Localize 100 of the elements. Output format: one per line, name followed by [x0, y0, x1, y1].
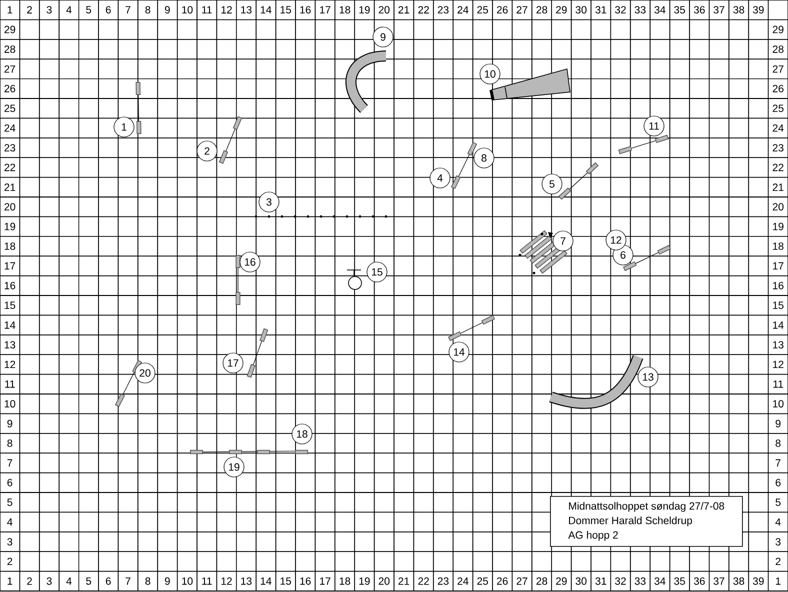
- coordinate-label: 5: [7, 498, 12, 506]
- coordinate-label: 22: [772, 164, 784, 172]
- coordinate-label: 35: [674, 6, 685, 14]
- coordinate-label: 20: [4, 203, 16, 211]
- coordinate-label: 24: [458, 577, 468, 585]
- coordinate-label: 25: [477, 6, 488, 14]
- coordinate-label: 16: [773, 282, 784, 290]
- coordinate-label: 37: [714, 6, 724, 14]
- coordinate-label: 22: [4, 164, 16, 172]
- coordinate-label: 7: [126, 6, 130, 14]
- coordinate-label: 5: [776, 498, 781, 506]
- coordinate-label: 23: [438, 577, 449, 585]
- coordinate-label: 28: [536, 577, 548, 585]
- coordinate-label: 25: [772, 104, 784, 112]
- coordinate-label: 24: [772, 124, 784, 132]
- coordinate-label: 7: [7, 459, 12, 466]
- coordinate-label: 23: [438, 6, 449, 14]
- coordinate-label: 8: [145, 577, 150, 585]
- coordinate-label: 22: [418, 6, 429, 14]
- coordinate-label: 24: [458, 6, 468, 14]
- coordinate-label: 33: [634, 577, 646, 585]
- coordinate-label: 31: [595, 6, 606, 14]
- coordinate-label: 6: [106, 6, 111, 14]
- coordinate-label: 29: [772, 26, 784, 34]
- coordinate-label: 17: [320, 6, 330, 14]
- coordinate-label: 7: [776, 459, 780, 466]
- coordinate-label: 9: [776, 420, 780, 428]
- coordinate-label: 19: [4, 222, 16, 230]
- coordinate-label: 17: [320, 578, 330, 585]
- coordinate-label: 38: [733, 577, 744, 585]
- coordinate-label: 27: [4, 65, 16, 73]
- coordinate-label: 3: [46, 6, 52, 14]
- coordinate-label: 32: [615, 6, 626, 14]
- coordinate-label: 23: [4, 144, 16, 152]
- coordinate-label: 10: [182, 6, 193, 14]
- coordinate-label: 19: [359, 6, 370, 14]
- coordinate-label: 15: [773, 302, 784, 309]
- coordinate-label: 21: [4, 184, 16, 191]
- coordinate-label: 24: [4, 124, 16, 132]
- coordinate-label: 10: [4, 400, 16, 408]
- coordinate-label: 8: [7, 439, 12, 447]
- coordinate-label: 15: [4, 302, 16, 309]
- coordinate-label: 14: [260, 6, 272, 14]
- coordinate-label: 20: [378, 577, 390, 585]
- coordinate-label: 21: [398, 577, 410, 585]
- coordinate-label: 2: [7, 558, 12, 566]
- coordinate-label: 26: [4, 84, 16, 92]
- coordinate-label: 11: [5, 380, 15, 388]
- coordinate-label: 18: [340, 6, 350, 14]
- coordinate-label: 10: [773, 400, 784, 408]
- coordinate-label: 33: [634, 6, 646, 14]
- coordinate-label: 27: [516, 6, 528, 14]
- coordinate-label: 26: [772, 84, 784, 92]
- coordinate-label: 12: [773, 360, 784, 368]
- info-box: Midnattsolhoppet søndag 27/7-08 Dommer Harald Scheldrup AG hopp 2: [550, 496, 743, 547]
- coordinate-label: 9: [164, 577, 170, 585]
- coordinate-label: 18: [340, 577, 350, 585]
- coordinate-label: 19: [773, 222, 784, 230]
- coordinate-label: 22: [418, 577, 429, 585]
- coordinate-label: 18: [4, 242, 16, 250]
- coordinate-label: 18: [773, 242, 784, 250]
- coordinate-label: 4: [7, 518, 12, 526]
- coordinate-label: 28: [4, 46, 16, 53]
- coordinate-label: 23: [772, 144, 784, 152]
- coordinate-label: 26: [497, 577, 508, 585]
- coordinate-label: 3: [46, 577, 52, 585]
- coordinate-label: 10: [182, 577, 193, 585]
- coordinate-label: 19: [359, 577, 370, 585]
- coordinate-label: 26: [497, 6, 508, 14]
- coordinate-label: 9: [164, 6, 170, 14]
- coordinate-label: 20: [378, 6, 390, 14]
- coordinate-label: 4: [775, 518, 781, 526]
- coordinate-label: 36: [694, 577, 705, 585]
- coordinate-label: 15: [280, 577, 291, 585]
- coordinate-label: 29: [556, 6, 567, 14]
- coordinate-label: 25: [4, 104, 16, 112]
- coordinate-label: 16: [300, 6, 311, 14]
- coordinate-label: 12: [221, 6, 232, 14]
- coordinate-label: 34: [654, 6, 666, 14]
- coordinate-label: 29: [556, 577, 567, 585]
- coordinate-label: 2: [27, 577, 32, 585]
- coordinate-label: 11: [773, 380, 784, 388]
- coordinate-label: 31: [595, 577, 606, 585]
- coordinate-label: 29: [4, 26, 16, 34]
- coordinate-label: 6: [776, 478, 781, 486]
- coordinate-label: 39: [752, 6, 764, 14]
- coordinate-label: 14: [260, 578, 272, 585]
- coordinate-label: 4: [66, 6, 72, 14]
- coordinate-label: 1: [776, 578, 780, 585]
- coordinate-label: 5: [86, 6, 92, 14]
- coordinate-label: 27: [516, 577, 528, 585]
- coordinate-label: 13: [241, 6, 252, 14]
- coordinate-label: 35: [674, 577, 685, 585]
- coordinate-label: 16: [300, 577, 311, 585]
- coordinate-label: 5: [86, 577, 92, 585]
- coordinate-label: 36: [694, 6, 705, 14]
- coordinate-label: 21: [772, 184, 784, 191]
- coordinate-label: 20: [772, 203, 784, 211]
- coordinate-label: 13: [241, 577, 252, 585]
- coordinate-label: 8: [145, 6, 150, 14]
